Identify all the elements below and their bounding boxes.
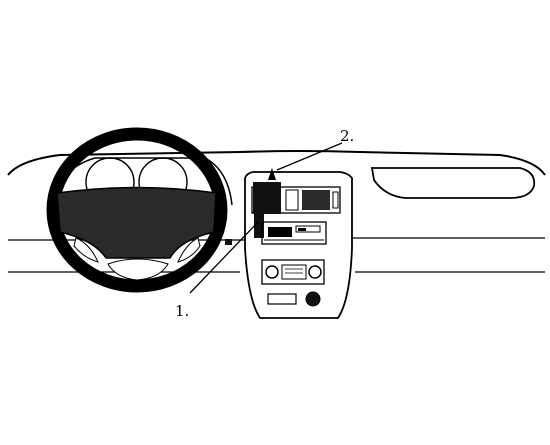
center-console-outline [244, 171, 353, 319]
climate-display [281, 264, 307, 280]
air-vent-right [302, 190, 330, 210]
callout-2-label: 2. [340, 127, 354, 145]
lower-knob [305, 291, 321, 307]
control-knob-icon [265, 265, 279, 279]
radio-unit [261, 221, 327, 245]
arrow-marker [268, 168, 276, 180]
column-marker [225, 239, 232, 245]
wheel-opening-bottom [107, 258, 169, 281]
dashboard-top-outline [7, 150, 546, 176]
climate-panel [261, 259, 325, 285]
wheel-opening-right [177, 237, 201, 263]
control-knob-right [308, 265, 322, 279]
air-vent-knob [332, 191, 339, 209]
steering-wheel [46, 127, 228, 293]
air-vent-mid [285, 189, 299, 211]
steering-wheel-hub [56, 186, 217, 259]
air-vent-icon [251, 186, 341, 214]
lower-slot [267, 293, 297, 305]
mounting-bracket-icon [253, 182, 281, 238]
passenger-vent-outline [370, 167, 536, 199]
wheel-opening-left [73, 237, 99, 263]
callout-1-leader [189, 221, 259, 294]
callout-2-leader [276, 142, 343, 171]
callout-1-label: 1. [175, 302, 189, 320]
